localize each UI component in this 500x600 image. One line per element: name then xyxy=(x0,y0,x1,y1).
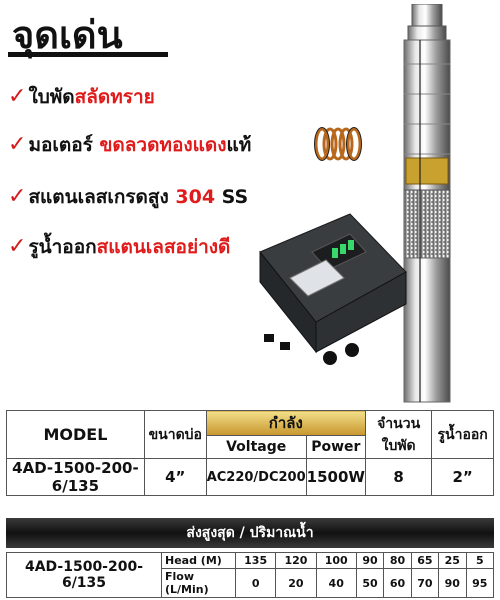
feature-highlight: ขดลวดทองแดง xyxy=(99,134,227,156)
flow-value: 60 xyxy=(383,568,412,598)
title-underline xyxy=(8,52,168,57)
check-icon: ✓ xyxy=(8,234,27,259)
cell-voltage: AC220/DC200 xyxy=(205,458,307,496)
head-value: 80 xyxy=(383,552,412,569)
feature-text: สแตนเลสเกรดสูง xyxy=(28,186,176,208)
page-title: จุดเด่น xyxy=(12,13,123,57)
feature-highlight: สแตนเลสอย่างดี xyxy=(96,236,231,258)
feature-highlight: สลัดทราย xyxy=(74,86,155,108)
flow-value: 20 xyxy=(275,568,317,598)
cell-outlet: 2” xyxy=(431,458,494,496)
head-value: 100 xyxy=(315,552,357,569)
cell-power: 1500W xyxy=(305,458,366,496)
header-power: Power xyxy=(305,435,366,459)
check-icon: ✓ xyxy=(8,84,27,109)
head-value: 65 xyxy=(410,552,440,569)
header-voltage: Voltage xyxy=(205,435,307,459)
feature-text: รูน้ำออก xyxy=(28,236,97,258)
feature-outlet: ✓รูน้ำออกสแตนเลสอย่างดี xyxy=(8,232,230,262)
flow-value: 50 xyxy=(355,568,385,598)
head-value: 135 xyxy=(234,552,277,569)
header-model: MODEL xyxy=(6,410,145,459)
head-value: 5 xyxy=(465,552,495,569)
performance-title: ส่งสูงสุด / ปริมาณน้ำ xyxy=(6,518,494,548)
head-value: 120 xyxy=(275,552,317,569)
feature-text: ใบพัด xyxy=(28,86,75,108)
feature-text-after: SS xyxy=(215,186,249,208)
head-value: 25 xyxy=(438,552,467,569)
head-label: Head (M) xyxy=(161,552,236,569)
spec-table: MODEL ขนาดบ่อ กำลัง จำนวนใบพัด รูน้ำออก … xyxy=(6,410,494,496)
head-value: 90 xyxy=(355,552,385,569)
check-icon: ✓ xyxy=(8,184,27,209)
flow-value: 95 xyxy=(465,568,495,598)
flow-label: Flow (L/Min) xyxy=(161,568,236,598)
performance-table: 4AD-1500-200-6/135 Head (M) 135 120 100 … xyxy=(6,552,495,598)
solar-controller-image xyxy=(259,213,407,365)
feature-motor: ✓มอเตอร์ ขดลวดทองแดงแท้ xyxy=(8,130,251,160)
feature-text: มอเตอร์ xyxy=(28,134,100,156)
flow-value: 40 xyxy=(315,568,357,598)
cell-well-size: 4” xyxy=(143,458,207,496)
feature-text-after: แท้ xyxy=(226,134,252,156)
header-outlet: รูน้ำออก xyxy=(431,410,494,459)
header-impeller-count: จำนวนใบพัด xyxy=(364,410,433,459)
submersible-pump-image xyxy=(403,4,451,403)
flow-value: 70 xyxy=(410,568,440,598)
header-power-group: กำลัง xyxy=(205,410,366,436)
feature-stainless: ✓สแตนเลสเกรดสูง 304 SS xyxy=(8,182,248,212)
check-icon: ✓ xyxy=(8,132,27,157)
cell-impeller-count: 8 xyxy=(364,458,433,496)
header-well-size: ขนาดบ่อ xyxy=(143,410,207,459)
feature-impeller: ✓ใบพัดสลัดทราย xyxy=(8,82,155,112)
flow-value: 0 xyxy=(234,568,277,598)
performance-model: 4AD-1500-200-6/135 xyxy=(6,552,162,598)
flow-value: 90 xyxy=(438,568,467,598)
copper-coil-icon xyxy=(314,127,362,161)
cell-model: 4AD-1500-200-6/135 xyxy=(6,458,145,496)
feature-highlight: 304 xyxy=(175,186,216,208)
